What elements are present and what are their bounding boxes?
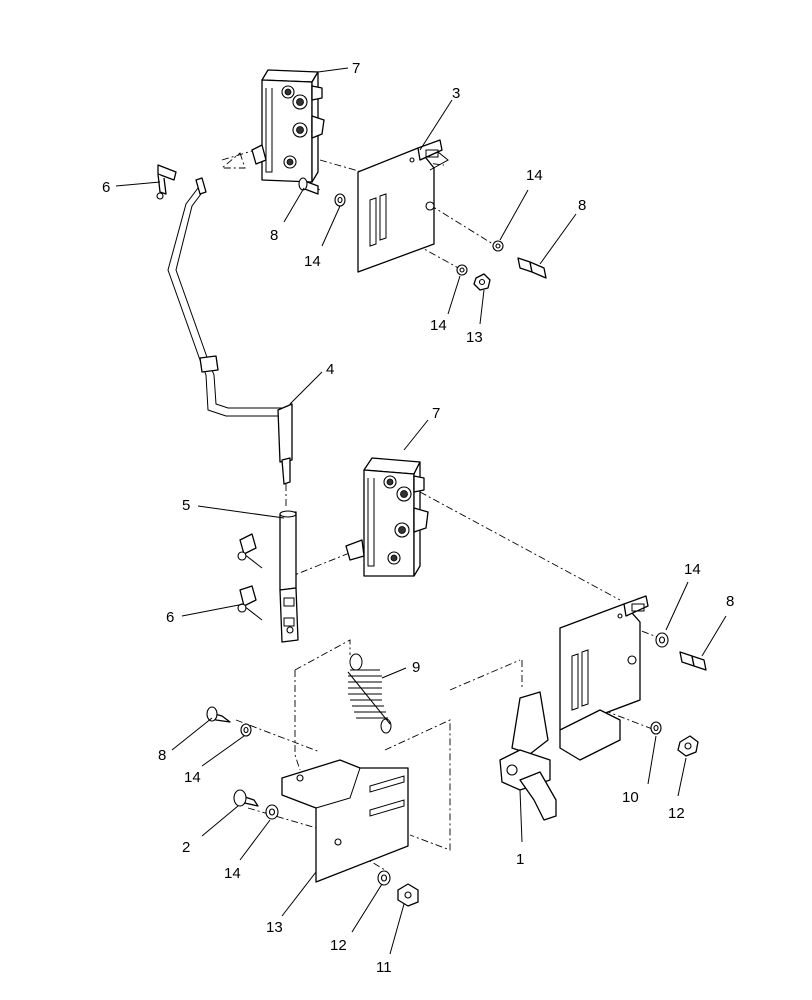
callout-7-upper: 7 (352, 60, 360, 77)
assembly-center-lines (220, 147, 666, 871)
hardware-upper (156, 164, 547, 291)
callout-8-lower-left: 8 (158, 747, 166, 764)
callout-1: 1 (516, 851, 524, 868)
callout-14-upper-right: 14 (526, 167, 543, 184)
latch-upper (251, 69, 325, 183)
rod (167, 177, 293, 506)
callout-7-lower: 7 (432, 405, 440, 422)
callout-4: 4 (326, 361, 334, 378)
callout-8-right: 8 (726, 593, 734, 610)
connector-rod (279, 510, 299, 643)
callout-11: 11 (376, 959, 392, 976)
callout-6-upper: 6 (102, 179, 110, 196)
plate-upper (357, 139, 449, 273)
spring (347, 653, 392, 734)
callout-9: 9 (412, 659, 420, 676)
mounting-bracket (281, 759, 409, 883)
clips-lower (237, 533, 263, 621)
callout-13-upper: 13 (466, 329, 483, 346)
callout-12-lower: 12 (330, 937, 347, 954)
callout-5: 5 (182, 497, 190, 514)
callout-8-upper-right: 8 (578, 197, 586, 214)
callout-14-right-lower: 10 (622, 789, 639, 806)
leader-lines (115, 67, 727, 955)
callout-labels: 7 3 6 8 14 14 8 14 13 4 7 5 6 14 8 9 8 1… (102, 60, 734, 976)
callout-13-lower: 12 (668, 805, 685, 822)
callout-12-left: 14 (224, 865, 241, 882)
callout-14-right-upper: 14 (684, 561, 701, 578)
callout-14-upper-left: 14 (304, 253, 321, 270)
callout-14-lower-left: 14 (184, 769, 201, 786)
callout-6-lower: 6 (166, 609, 174, 626)
hardware-lower-left (206, 706, 419, 907)
handle-bracket-assembly (499, 595, 707, 821)
latch-lower (345, 457, 429, 577)
callout-10: 2 (182, 839, 190, 856)
callout-3: 3 (452, 85, 460, 102)
callout-14-upper-lower: 14 (430, 317, 447, 334)
callout-2: 13 (266, 919, 283, 936)
callout-8-upper-left: 8 (270, 227, 278, 244)
